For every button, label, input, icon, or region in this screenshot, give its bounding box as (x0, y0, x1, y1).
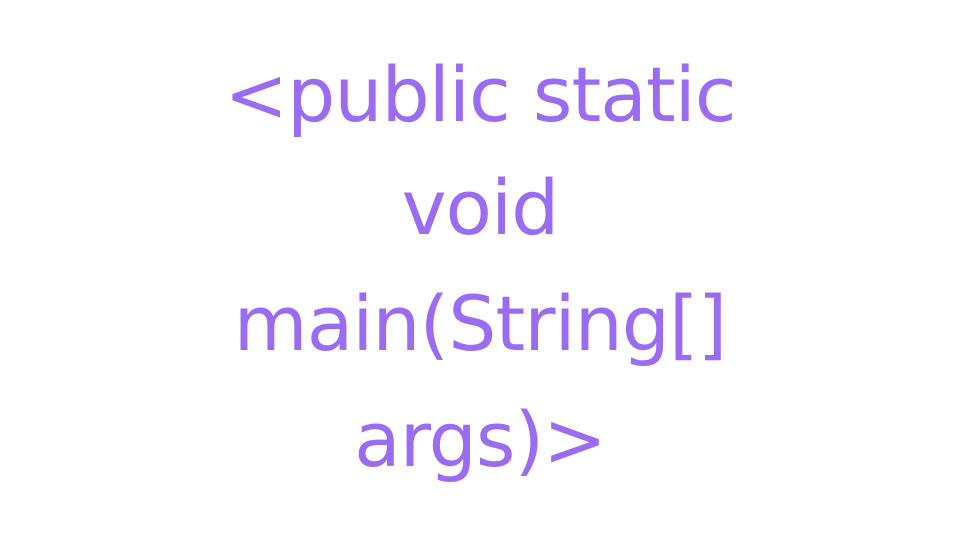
code-line-4: args)> (354, 395, 607, 484)
code-line-1: <public static (224, 50, 736, 139)
code-line-2: void (401, 163, 560, 252)
code-line-3: main(String[] (233, 279, 728, 368)
